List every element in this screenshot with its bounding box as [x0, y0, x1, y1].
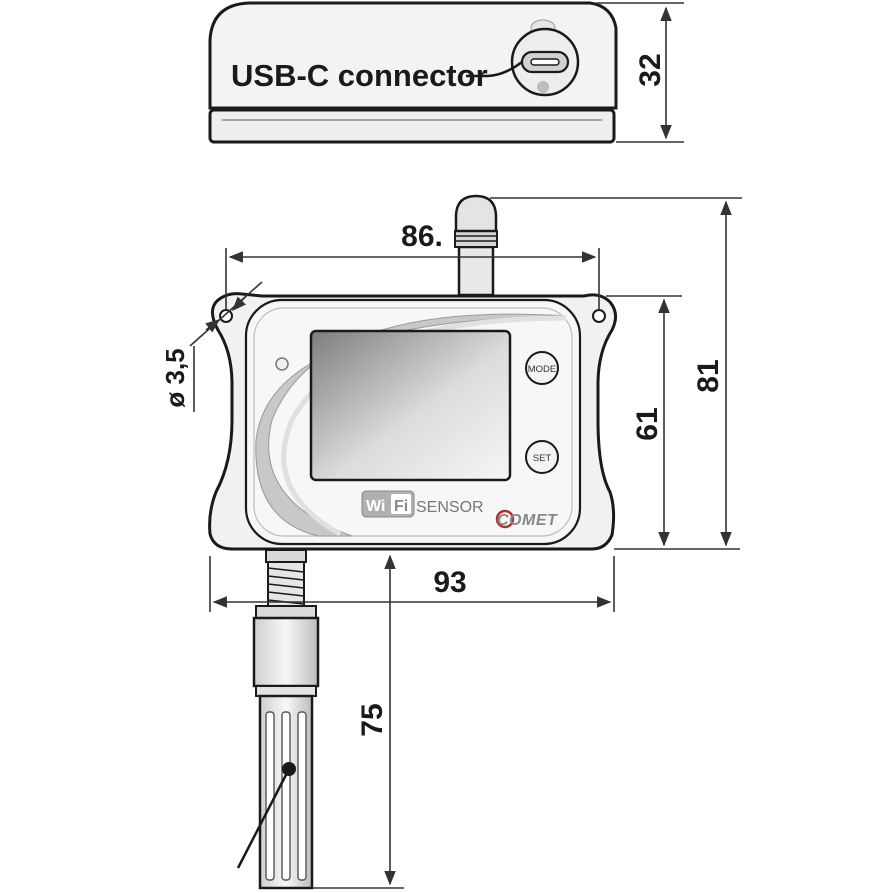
sensor-logo-text: SENSOR — [416, 499, 484, 516]
dim-body-height: 61 — [631, 407, 664, 440]
dim-height-side: 32 — [634, 53, 667, 86]
top-view-base — [208, 108, 616, 144]
mount-hole-right — [592, 309, 606, 323]
usb-callout-line — [466, 61, 523, 78]
wifi-logo-right: Fi — [394, 498, 408, 515]
top-view-housing — [208, 1, 618, 110]
probe — [236, 549, 320, 890]
top-view: USB-C connector 32 — [208, 1, 684, 144]
set-button-label: SET — [533, 453, 552, 464]
mode-button[interactable]: MODE — [525, 351, 559, 385]
set-button[interactable]: SET — [525, 440, 559, 474]
dim-antenna-width: 86. — [401, 220, 443, 253]
usb-connector-label: USB-C connector — [231, 58, 488, 93]
dim-total-height: 81 — [692, 359, 725, 392]
wifi-sensor-logo: Wi Fi SENSOR — [361, 490, 484, 518]
dim-mount-hole: ø 3,5 — [160, 348, 190, 407]
wifi-logo-left: Wi — [366, 498, 385, 515]
mount-hole-left — [219, 309, 233, 323]
dim-body-width: 93 — [433, 566, 466, 599]
front-view: MODE SET Wi Fi SENSOR COMET — [160, 194, 742, 890]
antenna — [454, 194, 498, 297]
comet-brand: COMET — [495, 509, 558, 529]
mode-button-label: MODE — [528, 364, 557, 375]
brand-text: COMET — [497, 512, 558, 529]
dim-probe-length: 75 — [356, 703, 389, 736]
lcd-display — [309, 329, 512, 482]
status-led — [275, 357, 289, 371]
